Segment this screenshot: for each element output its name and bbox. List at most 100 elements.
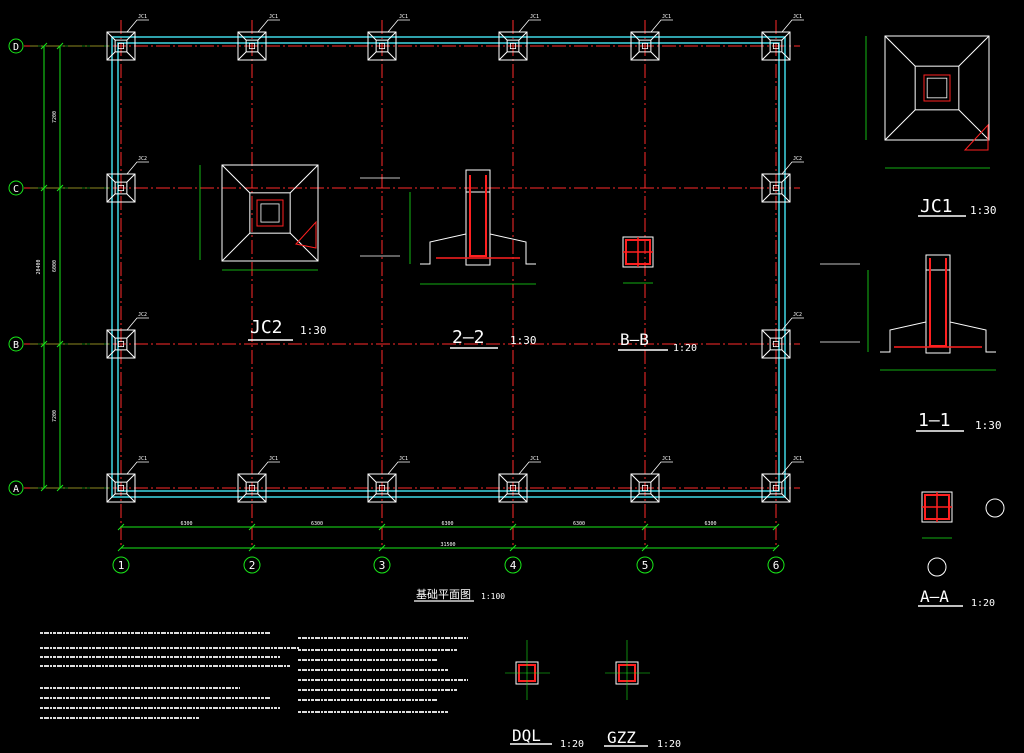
ground-beams	[111, 36, 786, 498]
detail-title-jc1: JC1	[920, 196, 953, 217]
footing-A2	[237, 473, 267, 503]
footing-A4	[498, 473, 528, 503]
dim-text-bay: 6300	[311, 521, 323, 527]
plan-title: 基础平面图	[416, 588, 471, 601]
dim-tick	[641, 544, 649, 552]
dim-tick	[378, 544, 386, 552]
dim-tick	[509, 523, 517, 531]
footing-tag: JC1	[530, 456, 539, 462]
dim-tick	[248, 523, 256, 531]
footing-tag: JC1	[399, 456, 408, 462]
axis-bubble-4	[504, 556, 522, 574]
detail-title-dql: DQL	[512, 726, 541, 745]
footing-A1	[106, 473, 136, 503]
axis-bubble-6	[767, 556, 785, 574]
detail-scale-dql: 1:20	[560, 739, 584, 750]
footing-leader	[518, 461, 541, 475]
dim-text-vert: 7200	[52, 410, 58, 422]
axis-bubble-1	[112, 556, 130, 574]
axis-bubble-3	[373, 556, 391, 574]
axis-label-1: 1	[118, 559, 125, 572]
footing-leader	[126, 317, 149, 331]
axis-label-2: 2	[249, 559, 256, 572]
footing-leader	[781, 317, 804, 331]
footing-leader	[781, 19, 804, 33]
beam-inner	[117, 42, 780, 492]
detail-scale-11: 1:30	[975, 419, 1002, 432]
footing-leader	[518, 19, 541, 33]
detail-jc2-rebar	[256, 199, 284, 227]
detail-section-11	[820, 254, 996, 371]
footing-D4	[498, 31, 528, 61]
axis-label-D: D	[13, 42, 19, 53]
detail-title-bb: B—B	[620, 330, 649, 349]
footing-tag: JC2	[138, 156, 147, 162]
dim-text-bay: 6300	[704, 521, 716, 527]
footing-leader	[781, 461, 804, 475]
detail-title-gzz: GZZ	[607, 728, 636, 747]
footing-tag: JC1	[138, 456, 147, 462]
axis-label-B: B	[13, 340, 19, 351]
detail-section-22	[360, 169, 536, 285]
footing-C1	[106, 173, 136, 203]
footing-tag: JC1	[269, 14, 278, 20]
axis-label-C: C	[13, 184, 19, 195]
dim-tick	[772, 544, 780, 552]
detail-title-11: 1—1	[918, 410, 951, 431]
dim-text-bay: 6300	[180, 521, 192, 527]
dim-tick	[509, 544, 517, 552]
dim-text-total: 31500	[440, 542, 455, 548]
detail-aa-bubble	[985, 498, 1005, 518]
detail-jc1-rebar	[923, 74, 951, 102]
footing-leader	[126, 19, 149, 33]
footing-tag: JC1	[662, 14, 671, 20]
axis-bubble-5	[636, 556, 654, 574]
footing-tag: JC1	[138, 14, 147, 20]
footing-D5	[630, 31, 660, 61]
detail-scale-jc1: 1:30	[970, 204, 997, 217]
detail-aa-bubble	[927, 557, 947, 577]
axis-bubble-B	[8, 336, 24, 352]
grid-lines	[24, 20, 800, 548]
dim-tick	[117, 544, 125, 552]
footing-leader	[650, 19, 673, 33]
axis-label-A: A	[13, 484, 19, 495]
axis-bubble-C	[8, 180, 24, 196]
detail-scale-gzz: 1:20	[657, 739, 681, 750]
footing-tag: JC1	[269, 456, 278, 462]
detail-jc2-footing	[221, 164, 319, 262]
footing-tag: JC1	[530, 14, 539, 20]
footing-leader	[257, 461, 280, 475]
detail-scale-22: 1:30	[510, 334, 537, 347]
detail-title-22: 2—2	[452, 327, 485, 348]
detail-jc2-hatch	[295, 220, 317, 249]
beam-outer	[111, 36, 786, 498]
footing-C6	[761, 173, 791, 203]
plan-scale: 1:100	[481, 592, 505, 601]
footing-tag: JC1	[399, 14, 408, 20]
footing-leader	[781, 161, 804, 175]
detail-title-aa: A—A	[920, 587, 949, 606]
axis-bubble-A	[8, 480, 24, 496]
footing-A5	[630, 473, 660, 503]
footing-leader	[650, 461, 673, 475]
footing-D2	[237, 31, 267, 61]
footing-D1	[106, 31, 136, 61]
footing-B6	[761, 329, 791, 359]
dim-text-vert: 7200	[52, 111, 58, 123]
dim-text-vert: 6000	[52, 260, 58, 272]
footing-leader	[257, 19, 280, 33]
footing-A6	[761, 473, 791, 503]
footing-A3	[367, 473, 397, 503]
dim-tick	[772, 523, 780, 531]
detail-jc1-footing	[884, 35, 990, 141]
footing-tag: JC2	[138, 312, 147, 318]
footing-leader	[387, 19, 410, 33]
detail-drawings	[40, 35, 1005, 747]
detail-scale-aa: 1:20	[971, 598, 995, 609]
footing-B1	[106, 329, 136, 359]
axis-bubble-2	[243, 556, 261, 574]
dim-text-bay: 6300	[573, 521, 585, 527]
